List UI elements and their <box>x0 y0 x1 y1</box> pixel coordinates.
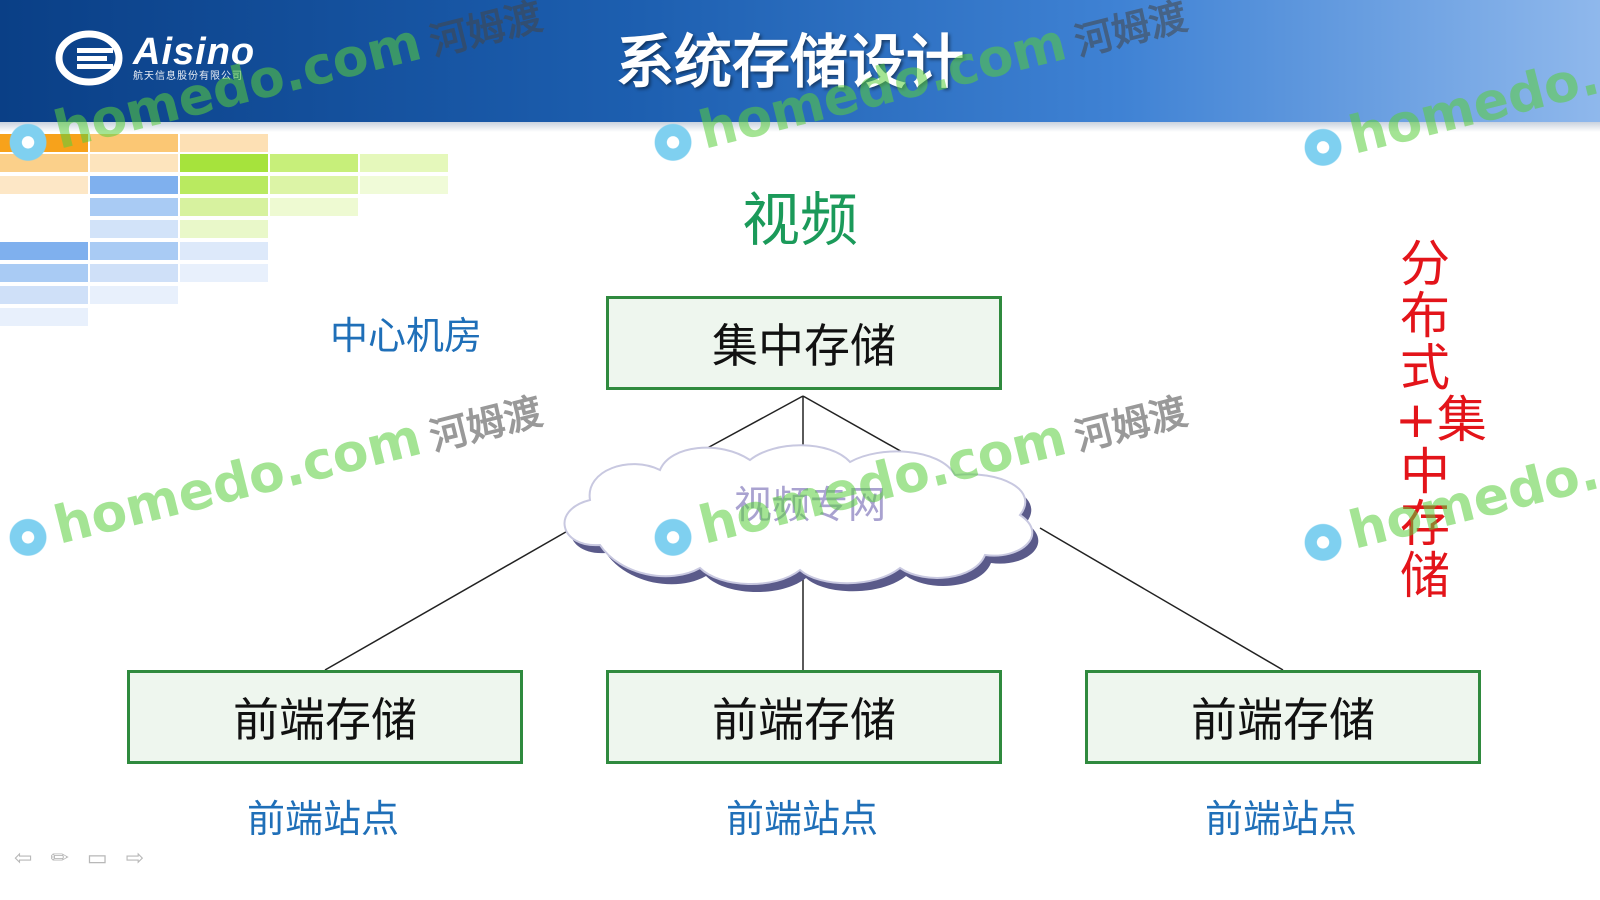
connector-cloud-front-right <box>1039 527 1284 671</box>
slide-title: 系统存储设计 <box>615 28 964 96</box>
central-storage-box: 集中存储 <box>606 296 1002 390</box>
arrow-left-icon[interactable]: ⇦ <box>14 846 33 871</box>
front-storage-label: 前端存储 <box>233 693 417 747</box>
architecture-side-label: 分布式+集中存储 <box>1395 235 1487 605</box>
cloud-icon: 视频专网 <box>563 444 1039 593</box>
logo-globe-icon <box>55 30 123 86</box>
slide-nav-controls: ⇦ ✏ ▭ ⇨ <box>14 846 144 871</box>
watermark-flower-icon <box>0 114 56 171</box>
front-storage-label: 前端存储 <box>712 693 896 747</box>
front-storage-box-2: 前端存储 <box>606 670 1002 764</box>
menu-icon[interactable]: ▭ <box>86 846 108 871</box>
logo-name: Aisino <box>133 31 256 73</box>
front-storage-label: 前端存储 <box>1191 693 1375 747</box>
header-divider <box>0 122 1600 132</box>
connector-cloud-front-left <box>324 524 579 671</box>
front-storage-box-1: 前端存储 <box>127 670 523 764</box>
pen-icon[interactable]: ✏ <box>50 846 69 871</box>
arrow-right-icon[interactable]: ⇨ <box>125 846 145 871</box>
watermark-flower-icon <box>0 509 56 566</box>
front-storage-box-3: 前端存储 <box>1085 670 1481 764</box>
front-site-label-2: 前端站点 <box>725 797 878 841</box>
front-site-label-1: 前端站点 <box>246 797 399 841</box>
watermark-flower-icon <box>1295 119 1351 176</box>
cloud-label: 视频专网 <box>734 483 886 527</box>
watermark-flower-icon <box>645 509 701 566</box>
watermark-flower-icon <box>645 114 701 171</box>
diagram-subtitle: 视频 <box>741 186 858 254</box>
company-logo: Aisino 航天信息股份有限公司 <box>55 30 255 86</box>
slide-header: Aisino 航天信息股份有限公司 系统存储设计 <box>0 0 1600 122</box>
connector-center-cloud-left <box>699 395 804 453</box>
central-storage-label: 集中存储 <box>712 319 896 373</box>
logo-subtitle: 航天信息股份有限公司 <box>133 71 243 82</box>
front-site-label-3: 前端站点 <box>1204 797 1357 841</box>
central-room-label: 中心机房 <box>330 314 483 358</box>
watermark-flower-icon <box>1295 514 1351 571</box>
